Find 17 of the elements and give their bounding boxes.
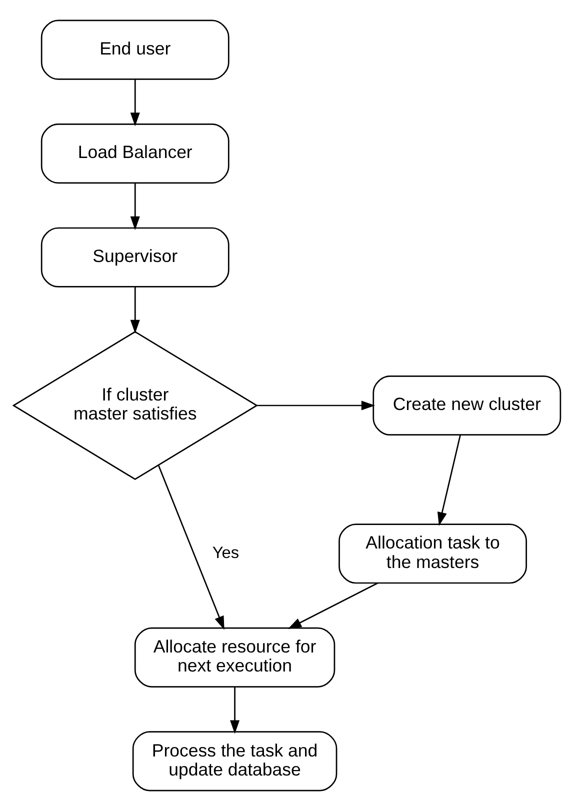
node-box: Allocate resource for next execution bbox=[134, 626, 336, 687]
node-box: Process the task and update database bbox=[132, 730, 338, 791]
arrow bbox=[437, 434, 461, 526]
node-box: Supervisor bbox=[40, 226, 230, 287]
node-box: Allocation task to the masters bbox=[338, 523, 527, 584]
arrow bbox=[288, 582, 378, 628]
node-box: Load Balancer bbox=[40, 123, 230, 184]
arrow bbox=[130, 286, 140, 334]
arrow bbox=[230, 686, 240, 734]
arrow bbox=[130, 78, 140, 126]
edge-label: Yes bbox=[212, 543, 240, 562]
arrow bbox=[158, 464, 224, 630]
node-box: End user bbox=[40, 19, 230, 80]
node-diamond: If cluster master satisfies bbox=[12, 330, 258, 480]
arrow bbox=[130, 182, 140, 230]
arrow bbox=[256, 400, 376, 410]
node-box: Create new cluster bbox=[372, 374, 562, 436]
